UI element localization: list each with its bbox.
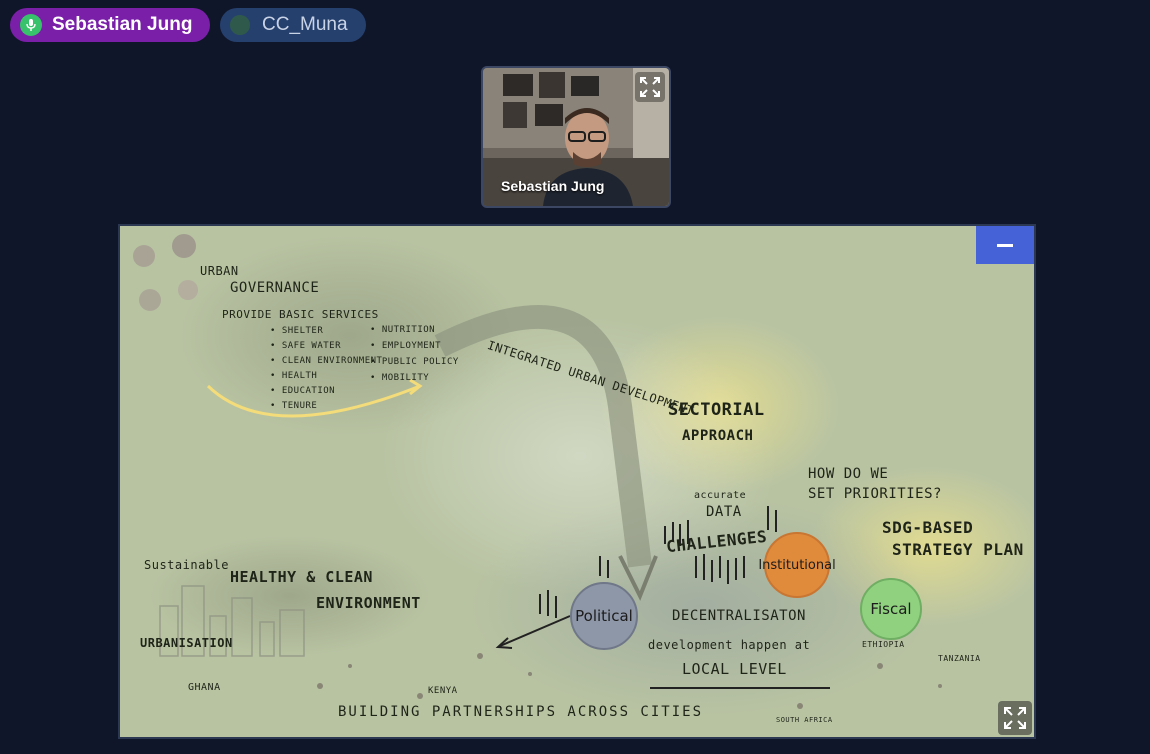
provide-basic-services: PROVIDE BASIC SERVICES	[222, 308, 379, 321]
sectorial-label: SECTORIAL	[668, 400, 765, 420]
list-item: • SHELTER	[270, 326, 324, 336]
minus-icon	[997, 243, 1013, 247]
data-label: DATA	[706, 504, 742, 520]
expand-video-button[interactable]	[635, 72, 665, 102]
expand-icon	[640, 77, 660, 97]
local-level-label: LOCAL LEVEL	[682, 660, 787, 678]
list-item: • MOBILITY	[370, 373, 430, 383]
accurate-label: accurate	[694, 490, 747, 501]
list-item: • HEALTH	[270, 371, 318, 381]
governance-label: GOVERNANCE	[230, 280, 320, 296]
urban-label: URBAN	[200, 264, 239, 278]
development-local-label: development happen at	[648, 638, 811, 652]
avatar	[230, 15, 250, 35]
sustainable-label: Sustainable	[144, 558, 229, 572]
thumbnail-name-label: Sebastian Jung	[501, 178, 605, 194]
fullscreen-button[interactable]	[998, 701, 1032, 735]
camera-feed-image	[483, 68, 669, 206]
priorities-line-1: HOW DO WE	[808, 466, 889, 482]
list-item: • CLEAN ENVIRONMENT	[270, 356, 383, 366]
institutional-circle: Institutional	[758, 532, 836, 598]
list-item: • TENURE	[270, 401, 318, 411]
list-item: • NUTRITION	[370, 325, 436, 335]
country-ethiopia: ETHIOPIA	[862, 640, 905, 649]
list-item: • PUBLIC POLICY	[370, 357, 459, 367]
board-drawing	[120, 226, 1034, 737]
country-tanzania: TANZANIA	[938, 654, 981, 663]
priorities-line-2: SET PRIORITIES?	[808, 486, 942, 502]
video-thumbnail[interactable]: Sebastian Jung	[481, 66, 671, 208]
list-item: • SAFE WATER	[270, 341, 342, 351]
services-left-list: • SHELTER • SAFE WATER • CLEAN ENVIRONME…	[270, 324, 382, 414]
minimize-button[interactable]	[976, 226, 1034, 264]
active-speaker-pill[interactable]: Sebastian Jung	[10, 8, 210, 42]
list-item: • EMPLOYMENT	[370, 341, 442, 351]
country-south-africa: SOUTH AFRICA	[776, 716, 833, 724]
expand-icon	[1004, 707, 1026, 729]
shared-screen: URBAN GOVERNANCE PROVIDE BASIC SERVICES …	[118, 224, 1036, 739]
urbanisation-label: URBANISATION	[140, 636, 233, 650]
participant-name: CC_Muna	[262, 14, 348, 35]
participant-pill[interactable]: CC_Muna	[220, 8, 366, 42]
political-circle: Political	[570, 582, 638, 650]
partnerships-label: BUILDING PARTNERSHIPS ACROSS CITIES	[338, 704, 704, 720]
environment-label: ENVIRONMENT	[316, 594, 421, 612]
healthy-clean-label: HEALTHY & CLEAN	[230, 568, 373, 586]
fiscal-circle: Fiscal	[860, 578, 922, 640]
microphone-icon	[20, 14, 42, 36]
approach-label: APPROACH	[682, 428, 754, 444]
list-item: • EDUCATION	[270, 386, 336, 396]
sdg-based-label: SDG-BASED	[882, 518, 974, 537]
country-ghana: GHANA	[188, 682, 221, 693]
active-speaker-name: Sebastian Jung	[52, 14, 193, 35]
country-kenya: KENYA	[428, 686, 458, 696]
services-right-list: • NUTRITION • EMPLOYMENT • PUBLIC POLICY…	[370, 322, 459, 386]
decentralisation-label: DECENTRALISATON	[672, 608, 806, 624]
strategy-plan-label: STRATEGY PLAN	[892, 540, 1024, 559]
